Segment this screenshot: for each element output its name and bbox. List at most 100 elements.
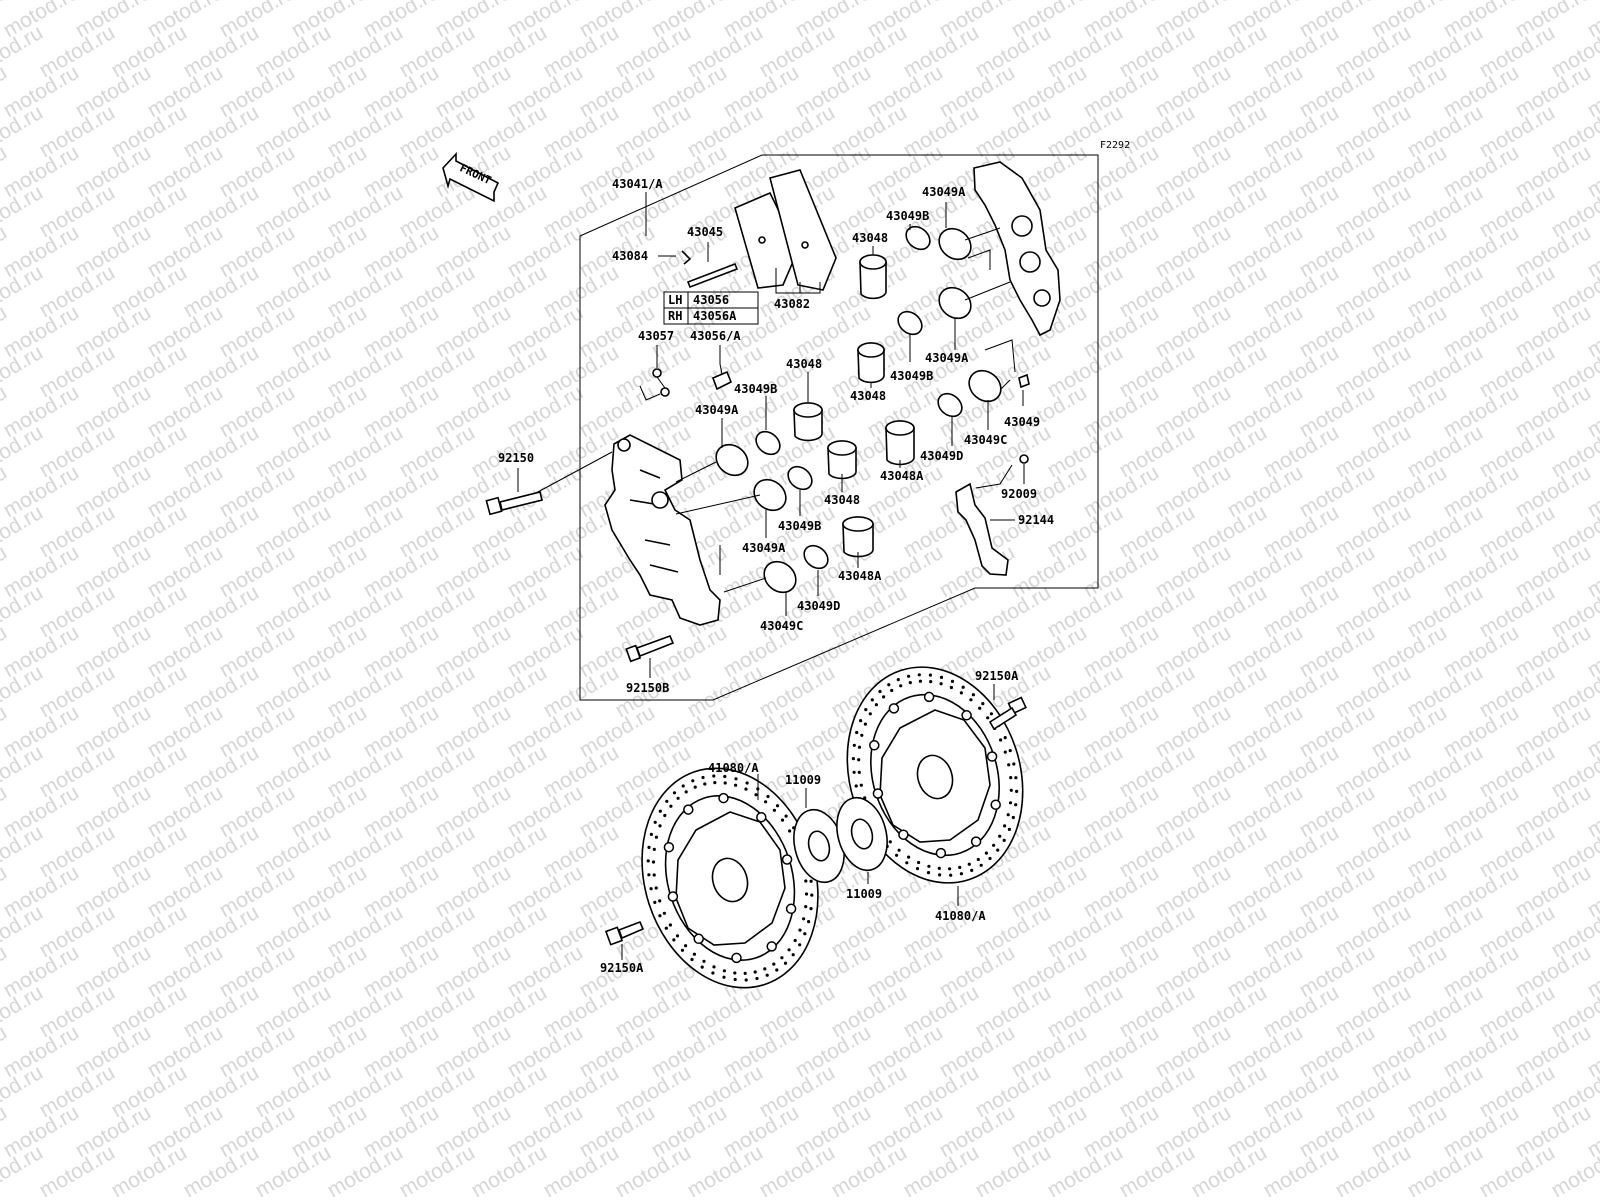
disc-hole xyxy=(649,887,653,891)
disc-hole xyxy=(949,873,953,877)
disc-hole xyxy=(722,969,727,973)
disc-hole xyxy=(787,948,791,952)
disc-rivet xyxy=(869,740,880,751)
disc-hole xyxy=(798,943,802,947)
disc-hole xyxy=(788,829,792,833)
disc-hole xyxy=(701,775,705,780)
disc-hole xyxy=(1007,763,1011,767)
label-43041a: 43041/A xyxy=(612,177,663,191)
disc-rivet xyxy=(683,804,694,815)
disc-hole xyxy=(804,879,808,883)
disc-bolt-92150a-top xyxy=(988,696,1027,731)
label-11009-1: 11009 xyxy=(785,773,821,787)
disc-hole xyxy=(926,871,931,875)
disc-hole xyxy=(860,733,864,737)
disc-hole xyxy=(658,914,662,918)
disc-hole xyxy=(809,907,813,911)
disc-hole xyxy=(896,678,900,682)
disc-hole xyxy=(859,719,863,723)
label-92144: 92144 xyxy=(1018,513,1054,527)
disc-hole xyxy=(690,957,694,962)
disc-hole xyxy=(986,716,990,720)
disc-hole xyxy=(810,893,814,897)
disc-hole xyxy=(743,971,747,976)
disc-hole xyxy=(712,774,716,778)
disc-hole xyxy=(663,813,667,818)
pistons xyxy=(793,254,915,558)
side-table-rh-part: 43056A xyxy=(693,309,737,323)
label-43048a-1: 43048A xyxy=(880,469,924,483)
disc-hole xyxy=(928,673,933,677)
disc-hole xyxy=(855,730,859,735)
disc-rivet xyxy=(663,841,675,853)
disc-hole xyxy=(733,977,737,982)
disc-hole xyxy=(712,965,716,969)
disc-hole xyxy=(999,738,1003,742)
disc-rivet xyxy=(990,799,1001,810)
disc-rivet xyxy=(693,933,704,945)
label-43049c-1: 43049C xyxy=(964,433,1007,447)
disc-hole xyxy=(868,712,872,716)
disc-hole xyxy=(684,790,688,794)
disc-hole xyxy=(905,861,909,865)
disc-hole xyxy=(651,860,656,864)
bolt-92150b xyxy=(625,634,675,663)
bleeder-43056a xyxy=(711,363,733,391)
disc-hole xyxy=(857,745,862,749)
disc-hole xyxy=(804,905,808,909)
disc-hole xyxy=(857,758,861,762)
disc-hole xyxy=(772,808,777,812)
disc-hole xyxy=(918,679,923,683)
disc-hole xyxy=(927,864,931,868)
label-43049a-2: 43049A xyxy=(925,351,969,365)
disc-hole xyxy=(907,855,911,859)
disc-hole xyxy=(793,938,797,943)
disc-hole xyxy=(971,693,976,697)
disc-hole xyxy=(1009,788,1013,792)
disc-hole xyxy=(691,779,695,783)
disc-hole xyxy=(1008,801,1013,805)
disc-hole xyxy=(755,976,759,981)
label-43048a-2: 43048A xyxy=(838,569,882,583)
disc-hole xyxy=(745,781,749,785)
label-92150b: 92150B xyxy=(626,681,669,695)
disc-hole xyxy=(897,848,901,852)
caliper-assembly-boundary xyxy=(579,154,1099,701)
side-table-rh: RH xyxy=(668,309,682,323)
disc-hole xyxy=(958,865,962,870)
disc-hole xyxy=(681,784,685,788)
washer-92009 xyxy=(1019,454,1029,464)
label-43049a-1: 43049A xyxy=(922,185,966,199)
disc-hole xyxy=(723,781,727,785)
disc-hole xyxy=(652,873,656,877)
seals xyxy=(715,225,1002,594)
disc-hole xyxy=(772,962,776,966)
label-43049b-4: 43049B xyxy=(778,519,821,533)
disc-hole xyxy=(803,932,807,936)
label-43049d-1: 43049D xyxy=(920,449,963,463)
disc-hole xyxy=(791,953,795,957)
disc-hole xyxy=(711,971,715,975)
disc-hole xyxy=(864,708,868,712)
disc-hole xyxy=(676,796,680,800)
disc-hole xyxy=(1003,824,1007,828)
disc-hole xyxy=(1012,762,1016,766)
disc-hole xyxy=(887,683,891,687)
disc-hole xyxy=(775,968,779,972)
disc-rivet xyxy=(898,829,909,840)
label-43084: 43084 xyxy=(612,249,648,263)
disc-hole xyxy=(754,793,758,797)
disc-hole xyxy=(734,777,738,781)
label-43048-2: 43048 xyxy=(850,389,886,403)
connector-lines xyxy=(535,227,1016,593)
disc-hole xyxy=(675,934,680,938)
disc-hole xyxy=(890,688,894,693)
disc-hole xyxy=(852,743,856,747)
disc-hole xyxy=(1003,736,1007,740)
disc-hole xyxy=(929,680,933,684)
disc-hole xyxy=(693,785,697,789)
disc-hole xyxy=(939,675,944,680)
bolt-92150 xyxy=(485,491,543,516)
disc-hole xyxy=(979,863,983,867)
disc-hole xyxy=(1011,815,1015,820)
